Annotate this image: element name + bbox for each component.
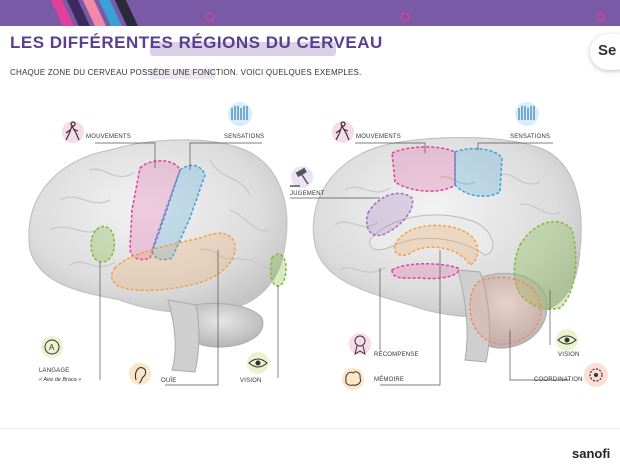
label-ouie: OUÏE (161, 378, 177, 384)
left-leader-lines (95, 142, 279, 386)
right-jugement-region (366, 192, 414, 237)
title-highlight (150, 42, 336, 56)
svg-text:A: A (49, 343, 55, 352)
medal-icon (349, 333, 371, 356)
label-jugement: JUGEMENT (290, 191, 325, 197)
left-vision-region (269, 253, 287, 287)
gavel-icon (290, 166, 313, 188)
eye-icon (247, 352, 269, 374)
eye-icon-right (556, 329, 578, 351)
label-recompense: RÉCOMPENSE (374, 352, 419, 358)
speech-a-icon: A (41, 336, 63, 358)
label-mouvements-right: MOUVEMENTS (356, 134, 402, 140)
footer-divider (0, 428, 620, 429)
ear-icon (129, 363, 151, 385)
right-recompense-region (391, 262, 460, 280)
corner-badge[interactable]: Se (590, 34, 620, 70)
label-memoire: MÉMOIRE (374, 377, 405, 383)
right-brain-corpus-callosum (369, 214, 494, 256)
left-ouie-region (110, 232, 236, 292)
left-mouvements-region (129, 160, 181, 261)
top-banner (0, 0, 620, 26)
badge-label: Se (598, 42, 617, 59)
label-vision-left: VISION (240, 378, 262, 384)
left-brain-stem (167, 299, 200, 373)
brain-memory-icon (342, 368, 364, 390)
banner-decoration (49, 0, 606, 26)
left-langage-region (90, 225, 116, 263)
right-sensations-region (454, 147, 503, 197)
page-title: LES DIFFÉRENTES RÉGIONS DU CERVEAU (10, 33, 383, 52)
sanofi-logo: sanofi (572, 446, 611, 461)
subtitle-highlight (150, 69, 216, 79)
right-brain-stem (457, 269, 490, 363)
page-subtitle: CHAQUE ZONE DU CERVEAU POSSÈDE UNE FONCT… (10, 68, 362, 77)
left-sensations-region (151, 164, 206, 261)
label-langage-sub: « Aire de Broca » (39, 377, 82, 383)
label-vision-right: VISION (558, 352, 580, 358)
label-coordination: COORDINATION (534, 377, 583, 383)
right-brain (290, 136, 582, 386)
label-mouvements-left: MOUVEMENTS (86, 134, 132, 140)
right-leader-lines (290, 142, 570, 386)
right-memoire-region (393, 224, 479, 266)
hands-icon-right (515, 102, 539, 126)
label-sensations-right: SENSATIONS (510, 134, 551, 140)
label-sensations-left: SENSATIONS (224, 134, 265, 140)
hands-icon (228, 102, 252, 126)
left-brain (28, 139, 288, 386)
right-coordination-region (469, 276, 542, 345)
label-langage: LANGAGE (39, 368, 70, 374)
left-brain-cerebrum (28, 139, 288, 314)
walking-person-icon-right (332, 121, 354, 143)
gear-brain-icon (584, 363, 608, 387)
right-mouvements-region (391, 146, 456, 192)
walking-person-icon (62, 121, 84, 143)
